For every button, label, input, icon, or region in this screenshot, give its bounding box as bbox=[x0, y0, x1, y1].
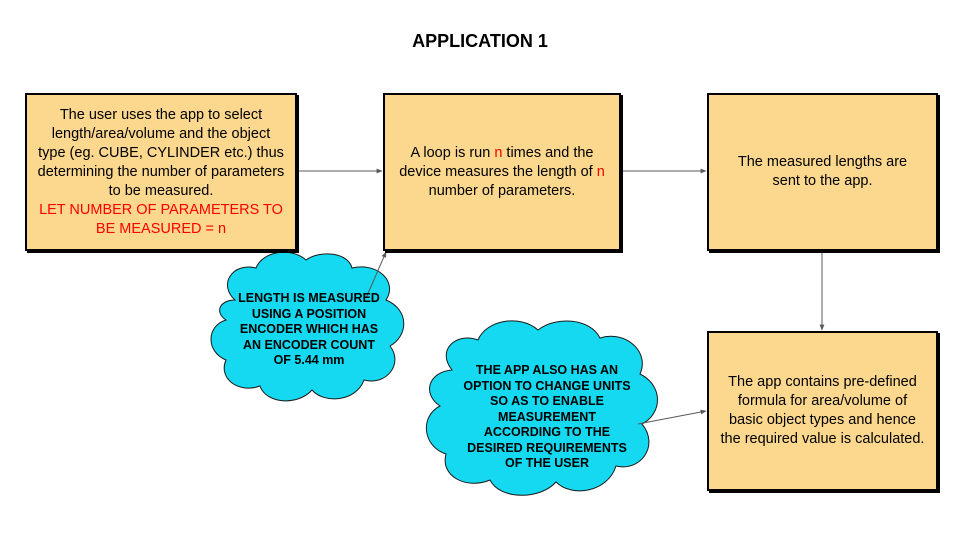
connector-encoder-to-loop bbox=[365, 251, 387, 299]
box-lengths-sent: The measured lengths are sent to the app… bbox=[707, 93, 938, 251]
cloud-units-shape bbox=[425, 320, 658, 496]
cloud-units-text: THE APP ALSO HAS AN OPTION TO CHANGE UNI… bbox=[463, 363, 631, 470]
box-loop-n-variable: n bbox=[494, 144, 503, 161]
diagram-title: APPLICATION 1 bbox=[412, 31, 548, 51]
box-select-highlight: LET NUMBER OF PARAMETERS TO BE MEASURED … bbox=[39, 201, 283, 237]
box-measurement-loop: A loop is run n times and the device mea… bbox=[383, 93, 621, 251]
box-formula-text: The app contains pre-defined formula for… bbox=[720, 374, 925, 447]
connector-units-to-formula bbox=[637, 409, 707, 425]
box-formula-calculation: The app contains pre-defined formula for… bbox=[707, 331, 938, 491]
box-loop-text-pre: A loop is run bbox=[410, 144, 495, 161]
box-loop-text-mid: times and the device measures the length… bbox=[399, 144, 597, 180]
box-select-text: The user uses the app to select length/a… bbox=[37, 106, 285, 199]
box-user-selects-type: The user uses the app to select length/a… bbox=[25, 93, 297, 251]
cloud-encoder-text: LENGTH IS MEASURED USING A POSITION ENCO… bbox=[238, 291, 380, 367]
box-loop-text-post: number of parameters. bbox=[428, 182, 576, 199]
cloud-encoder-shape bbox=[210, 251, 405, 402]
box-loop-n-variable-2: n bbox=[596, 163, 605, 180]
box-sent-text: The measured lengths are sent to the app… bbox=[737, 154, 908, 189]
